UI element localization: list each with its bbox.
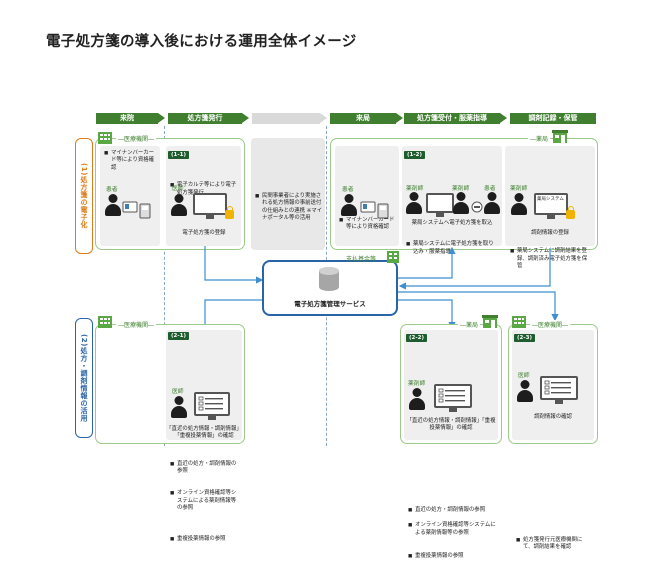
pharmacist-label-left: 薬剤師 xyxy=(406,186,424,192)
pharmacy-info-item-2: オンライン資格確認等システムによる薬剤情報等の参照 xyxy=(408,522,496,537)
hospital-label-2-text: 医療機関 xyxy=(124,322,149,329)
checklist-icon-3 xyxy=(544,380,574,396)
pharmacist-label-2: 薬剤師 xyxy=(510,186,528,192)
page-title: 電子処方箋の導入後における運用全体イメージ xyxy=(46,34,357,50)
id-card-reader-icon-2 xyxy=(360,200,390,220)
step-badge-1-1: (1-1) xyxy=(168,151,189,159)
doctor-icon xyxy=(170,194,188,218)
checklist-icon-2 xyxy=(438,388,468,404)
hospital-building-icon-2 xyxy=(97,313,113,328)
hospital-info-item-1: 直近の処方・調剤情報の参照 xyxy=(170,461,240,476)
header-arrival: 来局 xyxy=(330,113,403,124)
pharmacist-icon-4 xyxy=(408,388,426,412)
doctor-label-2: 医師 xyxy=(172,389,184,395)
doctor-icon-3 xyxy=(516,380,534,404)
checklist-icon xyxy=(198,396,226,412)
pharmacist-label-3: 薬剤師 xyxy=(408,381,426,387)
computer-icon-2 xyxy=(426,193,454,213)
computer-icon xyxy=(193,193,227,215)
pharmacy-info-item-1: 直近の処方・調剤情報の参照 xyxy=(408,507,496,515)
hospital-label-2: ―医療機関― xyxy=(116,320,157,329)
hospital-building-icon-3 xyxy=(511,313,527,328)
pharmacy-label-text: 薬局 xyxy=(536,136,549,143)
record-text: 薬局システムに調剤結果を登録、調剤済み電子処方箋を保管 xyxy=(510,248,592,270)
medicine-icon xyxy=(470,198,484,213)
hospital-info-item-2: オンライン資格確認等システムによる薬剤情報等の参照 xyxy=(170,490,240,512)
payment-fund-label: 支払基金等 xyxy=(346,256,377,263)
patient-icon-2 xyxy=(340,194,358,218)
pharmacist-icon-3 xyxy=(510,193,528,217)
pharmacist-icon-2 xyxy=(452,192,470,216)
header-issue: 処方箋発行 xyxy=(168,113,249,124)
pharmacy-building-icon xyxy=(552,128,568,143)
lock-icon-2 xyxy=(566,206,575,219)
doctor-icon-2 xyxy=(170,396,188,420)
step-badge-2-3: (2-3) xyxy=(514,334,535,342)
pharmacy-info-caption: 「直近の処方情報・調剤情報」「重複投薬情報」の確認 xyxy=(406,418,496,431)
hospital-label: ―医療機関― xyxy=(116,134,157,143)
header-record: 調剤記録・保管 xyxy=(510,113,596,124)
fund-building-icon xyxy=(386,248,400,263)
pharmacy-label-2: ―薬局 xyxy=(458,320,481,329)
hospital-label-text: 医療機関 xyxy=(124,136,149,143)
service-name: 電子処方箋管理サービス xyxy=(294,300,366,308)
side-label-digitization: (1)処方箋の電子化 xyxy=(75,138,93,254)
feedback-text: 処方箋発行元医療機関にて、調剤結果を確認 xyxy=(516,537,592,552)
step-badge-1-2: (1-2) xyxy=(404,151,425,159)
hospital-info-caption: 「直近の処方情報・調剤情報」「重複投薬情報」の確認 xyxy=(166,426,242,439)
patient-label-3: 患者 xyxy=(484,186,496,192)
doctor-label-3: 医師 xyxy=(518,373,530,379)
arrival-text: マイナンバーカード等により資格確認 xyxy=(339,217,397,232)
hospital-info-item-3: 重複投薬情報の参照 xyxy=(170,536,240,544)
patient-label-2: 患者 xyxy=(342,187,354,193)
pharmacist-label-right: 薬剤師 xyxy=(452,186,470,192)
private-service-text: 民間事業者により実施される処方情報の事前送付の仕組みとの連携 ※マイナポータル等… xyxy=(255,193,323,223)
lock-icon xyxy=(225,206,234,219)
pharmacy-building-icon-2 xyxy=(482,313,498,328)
header-reception: 処方箋受付・服薬指導 xyxy=(404,113,507,124)
pharmacy-label-2-text: 薬局 xyxy=(466,322,479,329)
patient-icon xyxy=(104,194,122,218)
hospital-label-3-text: 医療機関 xyxy=(538,322,563,329)
feedback-caption: 調剤情報の確認 xyxy=(534,414,572,420)
side-label-information-use: (2)処方・調剤情報の活用 xyxy=(75,318,93,438)
issue-caption: 電子処方箋の登録 xyxy=(182,230,226,236)
reception-text: 薬局システムに電子処方箋を取り込み・服薬指導 xyxy=(406,241,498,256)
flow-arrows xyxy=(201,246,559,332)
divider xyxy=(164,126,165,446)
pharmacy-system-screen-label: 薬局システム xyxy=(537,197,564,202)
step-badge-2-2: (2-2) xyxy=(406,334,427,342)
header-blank xyxy=(252,113,327,124)
pharmacy-label: ―薬局 xyxy=(528,134,551,143)
record-caption: 調剤情報の登録 xyxy=(531,230,569,236)
pharmacist-icon xyxy=(405,192,423,216)
reception-caption: 薬局システムへ電子処方箋を取込 xyxy=(411,220,493,226)
header-visit: 来院 xyxy=(96,113,165,124)
computer-icon-3 xyxy=(534,193,568,215)
pharmacy-info-item-3: 重複投薬情報の参照 xyxy=(408,553,496,561)
step-badge-2-1: (2-1) xyxy=(168,332,189,340)
doctor-label: 医師 xyxy=(172,186,184,192)
hospital-info-box xyxy=(166,330,242,440)
patient-icon-3 xyxy=(484,192,500,216)
issue-text: 電子カルテ等により電子処方箋発行 xyxy=(170,182,238,197)
id-card-reader-icon xyxy=(122,200,152,220)
patient-label: 患者 xyxy=(106,187,118,193)
hospital-building-icon xyxy=(97,129,113,144)
database-icon xyxy=(318,266,340,292)
visit-text: マイナンバーカード等により資格確認 xyxy=(104,150,158,172)
hospital-label-3: ―医療機関― xyxy=(530,320,571,329)
